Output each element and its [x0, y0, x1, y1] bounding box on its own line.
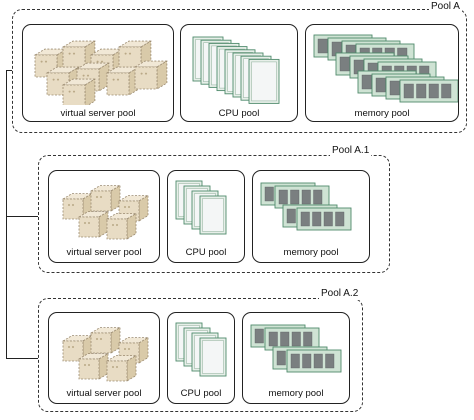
- server-unit: [133, 60, 169, 90]
- cpu-pool-box: CPU pool: [167, 312, 235, 404]
- resource-label: CPU pool: [180, 388, 222, 399]
- resource-label: virtual server pool: [60, 108, 136, 119]
- resource-label: CPU pool: [218, 108, 260, 119]
- connector-vertical: [6, 70, 8, 358]
- cpu-stack-icon: [175, 180, 227, 235]
- memory-pool-box: memory pool: [242, 312, 350, 404]
- memory-module: [274, 185, 330, 209]
- virtual-server-pool-box: virtual server pool: [48, 312, 160, 404]
- pool-title: Pool A: [429, 1, 462, 13]
- connector-to-pool-a2: [6, 358, 38, 360]
- server-unit: [105, 66, 141, 96]
- resource-label: virtual server pool: [66, 388, 142, 399]
- server-unit: [105, 354, 138, 382]
- server-unit: [77, 210, 110, 238]
- server-unit: [61, 40, 97, 70]
- pool-a2: [38, 298, 363, 412]
- resource-label: memory pool: [354, 108, 410, 119]
- memory-module-stack-icon: [313, 34, 458, 103]
- memory-pool-box: memory pool: [252, 170, 370, 263]
- cpu-unit: [199, 195, 227, 235]
- memory-module: [296, 207, 352, 231]
- cpu-stack-icon: [175, 322, 227, 377]
- pool-a1: [38, 155, 390, 273]
- connector-to-pool-a: [6, 70, 12, 72]
- server-unit: [89, 184, 122, 212]
- server-unit: [61, 78, 97, 105]
- resource-label: virtual server pool: [66, 247, 142, 258]
- memory-module: [399, 79, 458, 103]
- server-stack-icon: [61, 326, 150, 382]
- resource-label: CPU pool: [185, 247, 227, 258]
- resource-label: memory pool: [268, 388, 324, 399]
- server-unit: [105, 212, 138, 240]
- pool-title: Pool A.1: [330, 145, 372, 157]
- memory-module-stack-icon: [260, 182, 352, 231]
- virtual-server-pool-box: virtual server pool: [48, 170, 160, 263]
- memory-pool-box: memory pool: [305, 24, 459, 122]
- cpu-pool-box: CPU pool: [180, 24, 298, 122]
- server-unit: [89, 326, 122, 354]
- server-unit: [77, 352, 110, 380]
- server-stack-icon: [61, 184, 150, 240]
- memory-module: [286, 349, 342, 373]
- connector-to-pool-a1: [6, 216, 38, 218]
- pool-a: [12, 9, 467, 133]
- virtual-server-pool-box: virtual server pool: [22, 24, 174, 122]
- cpu-unit: [248, 58, 280, 104]
- memory-module-stack-icon: [250, 324, 342, 373]
- server-unit: [61, 334, 94, 362]
- resource-label: memory pool: [283, 247, 339, 258]
- cpu-stack-icon: [192, 36, 280, 104]
- cpu-unit: [199, 337, 227, 377]
- cpu-pool-box: CPU pool: [167, 170, 245, 263]
- server-stack-icon: [33, 40, 169, 105]
- pool-title: Pool A.2: [319, 288, 361, 300]
